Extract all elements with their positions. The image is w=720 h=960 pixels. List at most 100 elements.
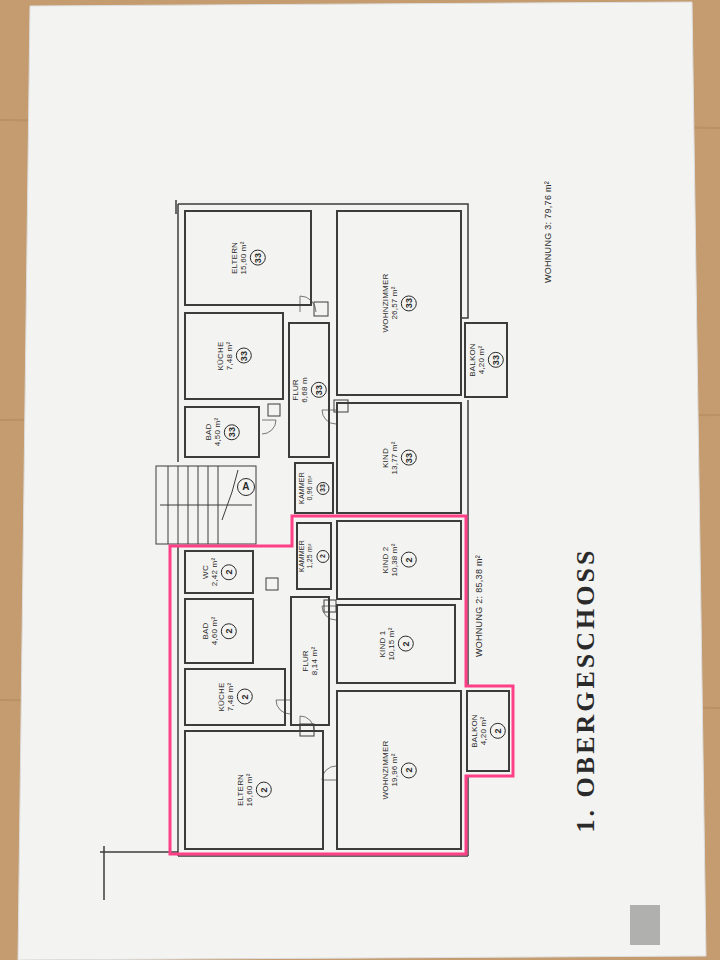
callout-number: 2	[225, 569, 234, 574]
room-name: WOHNZIMMER	[381, 274, 390, 333]
room-box: WC2,42 m² 2	[184, 550, 254, 594]
unit-marker: 2	[237, 689, 253, 705]
callout-number: 33	[254, 253, 263, 263]
room-label-group: ELTERN15,60 m² 33	[230, 241, 266, 274]
plan-title: 1. OBERGESCHOSS	[571, 548, 601, 833]
room-name: ELTERN	[230, 242, 239, 274]
room-box: ELTERN16,60 m² 2	[184, 730, 324, 850]
room-label-group: KIND 110,15 m² 2	[378, 627, 414, 660]
room-area: 7,48 m²	[226, 683, 235, 712]
room-area: 16,60 m²	[245, 773, 254, 806]
room-area: 7,48 m²	[225, 342, 234, 371]
unit-marker: 33	[317, 482, 330, 495]
room-label-group: FLUR6,68 m33	[291, 377, 327, 403]
stair-marker: A	[237, 478, 255, 496]
room-area: 0,96 m²	[307, 475, 315, 500]
callout-number: 33	[315, 385, 324, 395]
room-area: 13,77 m²	[390, 441, 399, 474]
area-total: WOHNUNG 2: 85,38 m²	[474, 555, 484, 657]
room-area: 15,60 m²	[239, 241, 248, 274]
room-area: 4,50 m²	[213, 418, 222, 447]
callout-number: 2	[405, 557, 414, 562]
room-box: KIND13,77 m²33	[336, 402, 462, 514]
callout-number: 2	[225, 628, 234, 633]
paper-sheet	[18, 2, 706, 960]
room-name: FLUR	[301, 650, 310, 672]
room-box: ELTERN15,60 m² 33	[184, 210, 312, 306]
room-box: KÜCHE7,48 m² 33	[184, 312, 284, 400]
room-name: BAD	[201, 622, 210, 639]
room-area: 19,96 m²	[390, 753, 399, 786]
room-area: 10,15 m²	[387, 627, 396, 660]
room-label-group: KÜCHE7,48 m²2	[217, 682, 253, 711]
callout-number: 33	[492, 355, 501, 365]
callout-number: 33	[228, 427, 237, 437]
room-name: KÜCHE	[216, 341, 225, 370]
room-box: KIND 210,38 m²2	[336, 520, 462, 600]
room-area: 10,38 m²	[390, 543, 399, 576]
room-name: BAD	[204, 423, 213, 440]
callout-number: 2	[494, 728, 503, 733]
room-area: 6,68 m	[300, 377, 309, 403]
room-area: 8,14 m²	[310, 647, 319, 676]
unit-marker: 2	[490, 723, 506, 739]
room-name: KÜCHE	[217, 682, 226, 711]
room-name: KAMMER	[298, 472, 306, 504]
room-box: BALKON4,20 m² 33	[464, 322, 508, 398]
room-label-group: ELTERN16,60 m² 2	[236, 773, 272, 806]
room-area: 4,20 m²	[479, 717, 488, 746]
callout-number: 33	[240, 351, 249, 361]
room-name: BALKON	[468, 343, 477, 377]
room-label-group: BALKON4,20 m² 33	[468, 343, 504, 377]
callout-number: 2	[405, 767, 414, 772]
room-box: KAMMER0,96 m² 33	[294, 462, 334, 514]
unit-marker: 2	[317, 550, 330, 563]
room-box: BALKON4,20 m² 2	[466, 690, 510, 772]
callout-number: 2	[402, 641, 411, 646]
room-label-group: WOHNZIMMER19,96 m²2	[381, 741, 417, 800]
unit-marker: 2	[398, 636, 414, 652]
room-label-group: KIND 210,38 m²2	[381, 543, 417, 576]
unit-marker: 2	[401, 762, 417, 778]
room-area: 2,42 m²	[210, 558, 219, 587]
staircase-symbol	[156, 466, 256, 544]
callout-number: 2	[320, 554, 327, 558]
room-label-group: BAD4,50 m² 33	[204, 418, 240, 447]
room-label-group: BALKON4,20 m² 2	[470, 714, 506, 748]
unit-marker: 33	[401, 295, 417, 311]
room-box: BAD4,50 m² 33	[184, 406, 260, 458]
room-label-group: BAD4,60 m² 2	[201, 617, 237, 646]
room-name: ELTERN	[236, 774, 245, 806]
room-label-group: KÜCHE7,48 m² 33	[216, 341, 252, 370]
unit-marker: 33	[236, 348, 252, 364]
door-swings	[262, 296, 336, 780]
unit-marker: 2	[401, 552, 417, 568]
room-label-group: KIND13,77 m²33	[381, 441, 417, 474]
room-area: 4,20 m²	[477, 346, 486, 375]
room-name: BALKON	[470, 714, 479, 748]
room-label-group: WOHNZIMMER26,57 m²33	[381, 274, 417, 333]
room-box: KÜCHE7,48 m²2	[184, 668, 286, 726]
apartment-highlight	[170, 516, 513, 854]
unit-marker: 33	[250, 250, 266, 266]
room-area: 4,60 m²	[210, 617, 219, 646]
unit-marker: 2	[221, 623, 237, 639]
room-box: WOHNZIMMER19,96 m²2	[336, 690, 462, 850]
callout-number: 2	[260, 787, 269, 792]
room-name: KIND 1	[378, 631, 387, 658]
outer-walls	[100, 200, 468, 900]
room-name: WC	[201, 565, 210, 579]
room-box: FLUR6,68 m33	[288, 322, 330, 458]
room-box: BAD4,60 m² 2	[184, 598, 254, 664]
room-box: FLUR8,14 m²	[290, 596, 330, 726]
area-total: WOHNUNG 3: 79,76 m²	[543, 181, 553, 283]
unit-marker: 33	[401, 450, 417, 466]
unit-marker: 33	[224, 424, 240, 440]
callout-number: A	[242, 482, 249, 492]
callout-number: 33	[320, 484, 327, 492]
room-label-group: KAMMER0,96 m² 33	[298, 472, 329, 504]
room-box: KAMMER1,25 m²2	[296, 522, 332, 590]
unit-marker: 2	[221, 564, 237, 580]
